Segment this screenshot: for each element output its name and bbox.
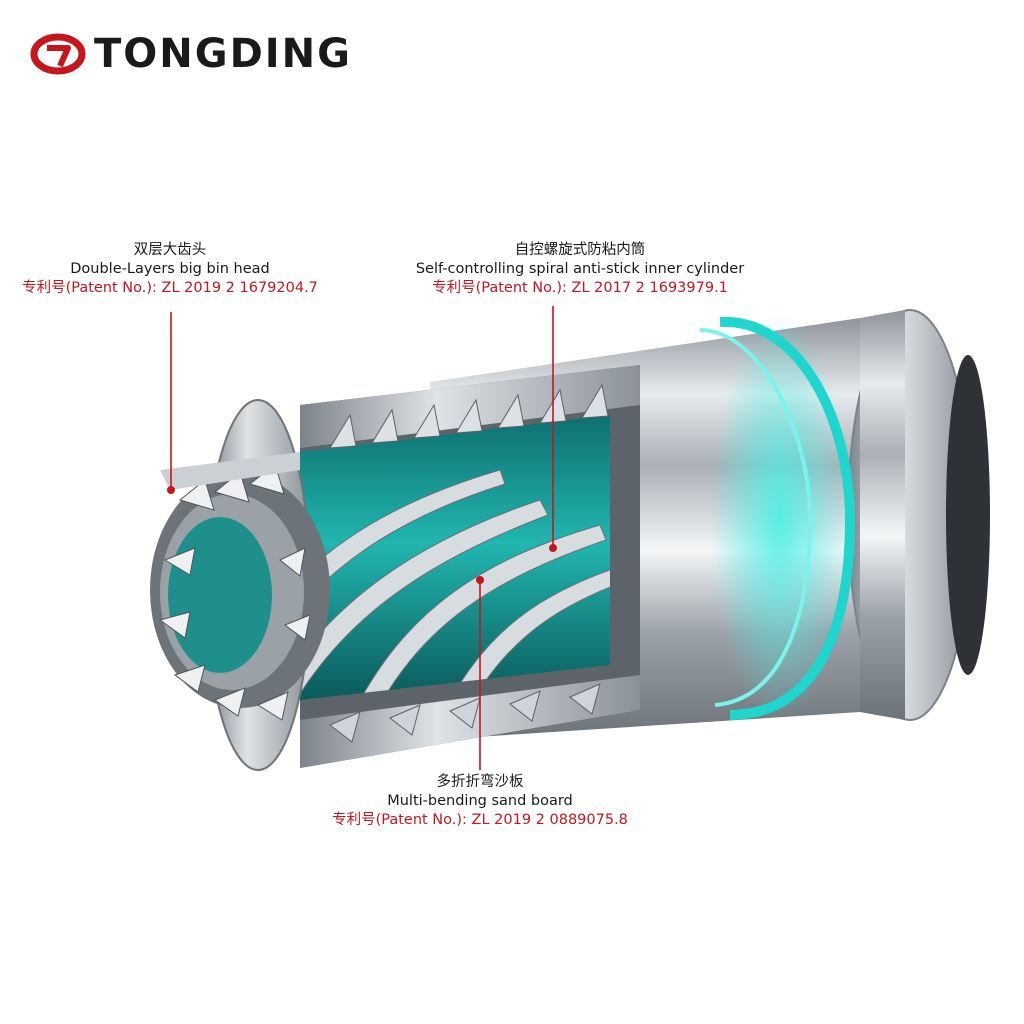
callout-title-cn: 多折折弯沙板 bbox=[436, 774, 524, 790]
callout-patent: 专利号(Patent No.): ZL 2019 2 0889075.8 bbox=[332, 812, 628, 828]
double-layer-bin-head bbox=[150, 399, 330, 771]
callout-bin-head: 双层大齿头 Double-Layers big bin head 专利号(Pat… bbox=[0, 241, 340, 298]
teal-seal-ring bbox=[699, 313, 856, 723]
callout-sand-board: 多折折弯沙板 Multi-bending sand board 专利号(Pate… bbox=[300, 773, 660, 830]
drum-outlet bbox=[946, 355, 990, 675]
brand-logo: TONGDING bbox=[30, 26, 352, 82]
callout-spiral-cylinder: 自控螺旋式防粘内筒 Self-controlling spiral anti-s… bbox=[385, 241, 775, 298]
tongding-logo-icon bbox=[30, 33, 86, 75]
callout-title-en: Multi-bending sand board bbox=[387, 793, 573, 809]
upper-teeth bbox=[329, 383, 609, 449]
callout-title-cn: 自控螺旋式防粘内筒 bbox=[514, 242, 646, 258]
callout-title-cn: 双层大齿头 bbox=[133, 242, 207, 258]
callout-patent: 专利号(Patent No.): ZL 2017 2 1693979.1 bbox=[432, 280, 728, 296]
callout-title-en: Self-controlling spiral anti-stick inner… bbox=[415, 261, 745, 277]
callout-title-en: Double-Layers big bin head bbox=[70, 261, 270, 277]
callout-patent: 专利号(Patent No.): ZL 2019 2 1679204.7 bbox=[22, 280, 318, 296]
brand-name: TONGDING bbox=[94, 31, 352, 77]
